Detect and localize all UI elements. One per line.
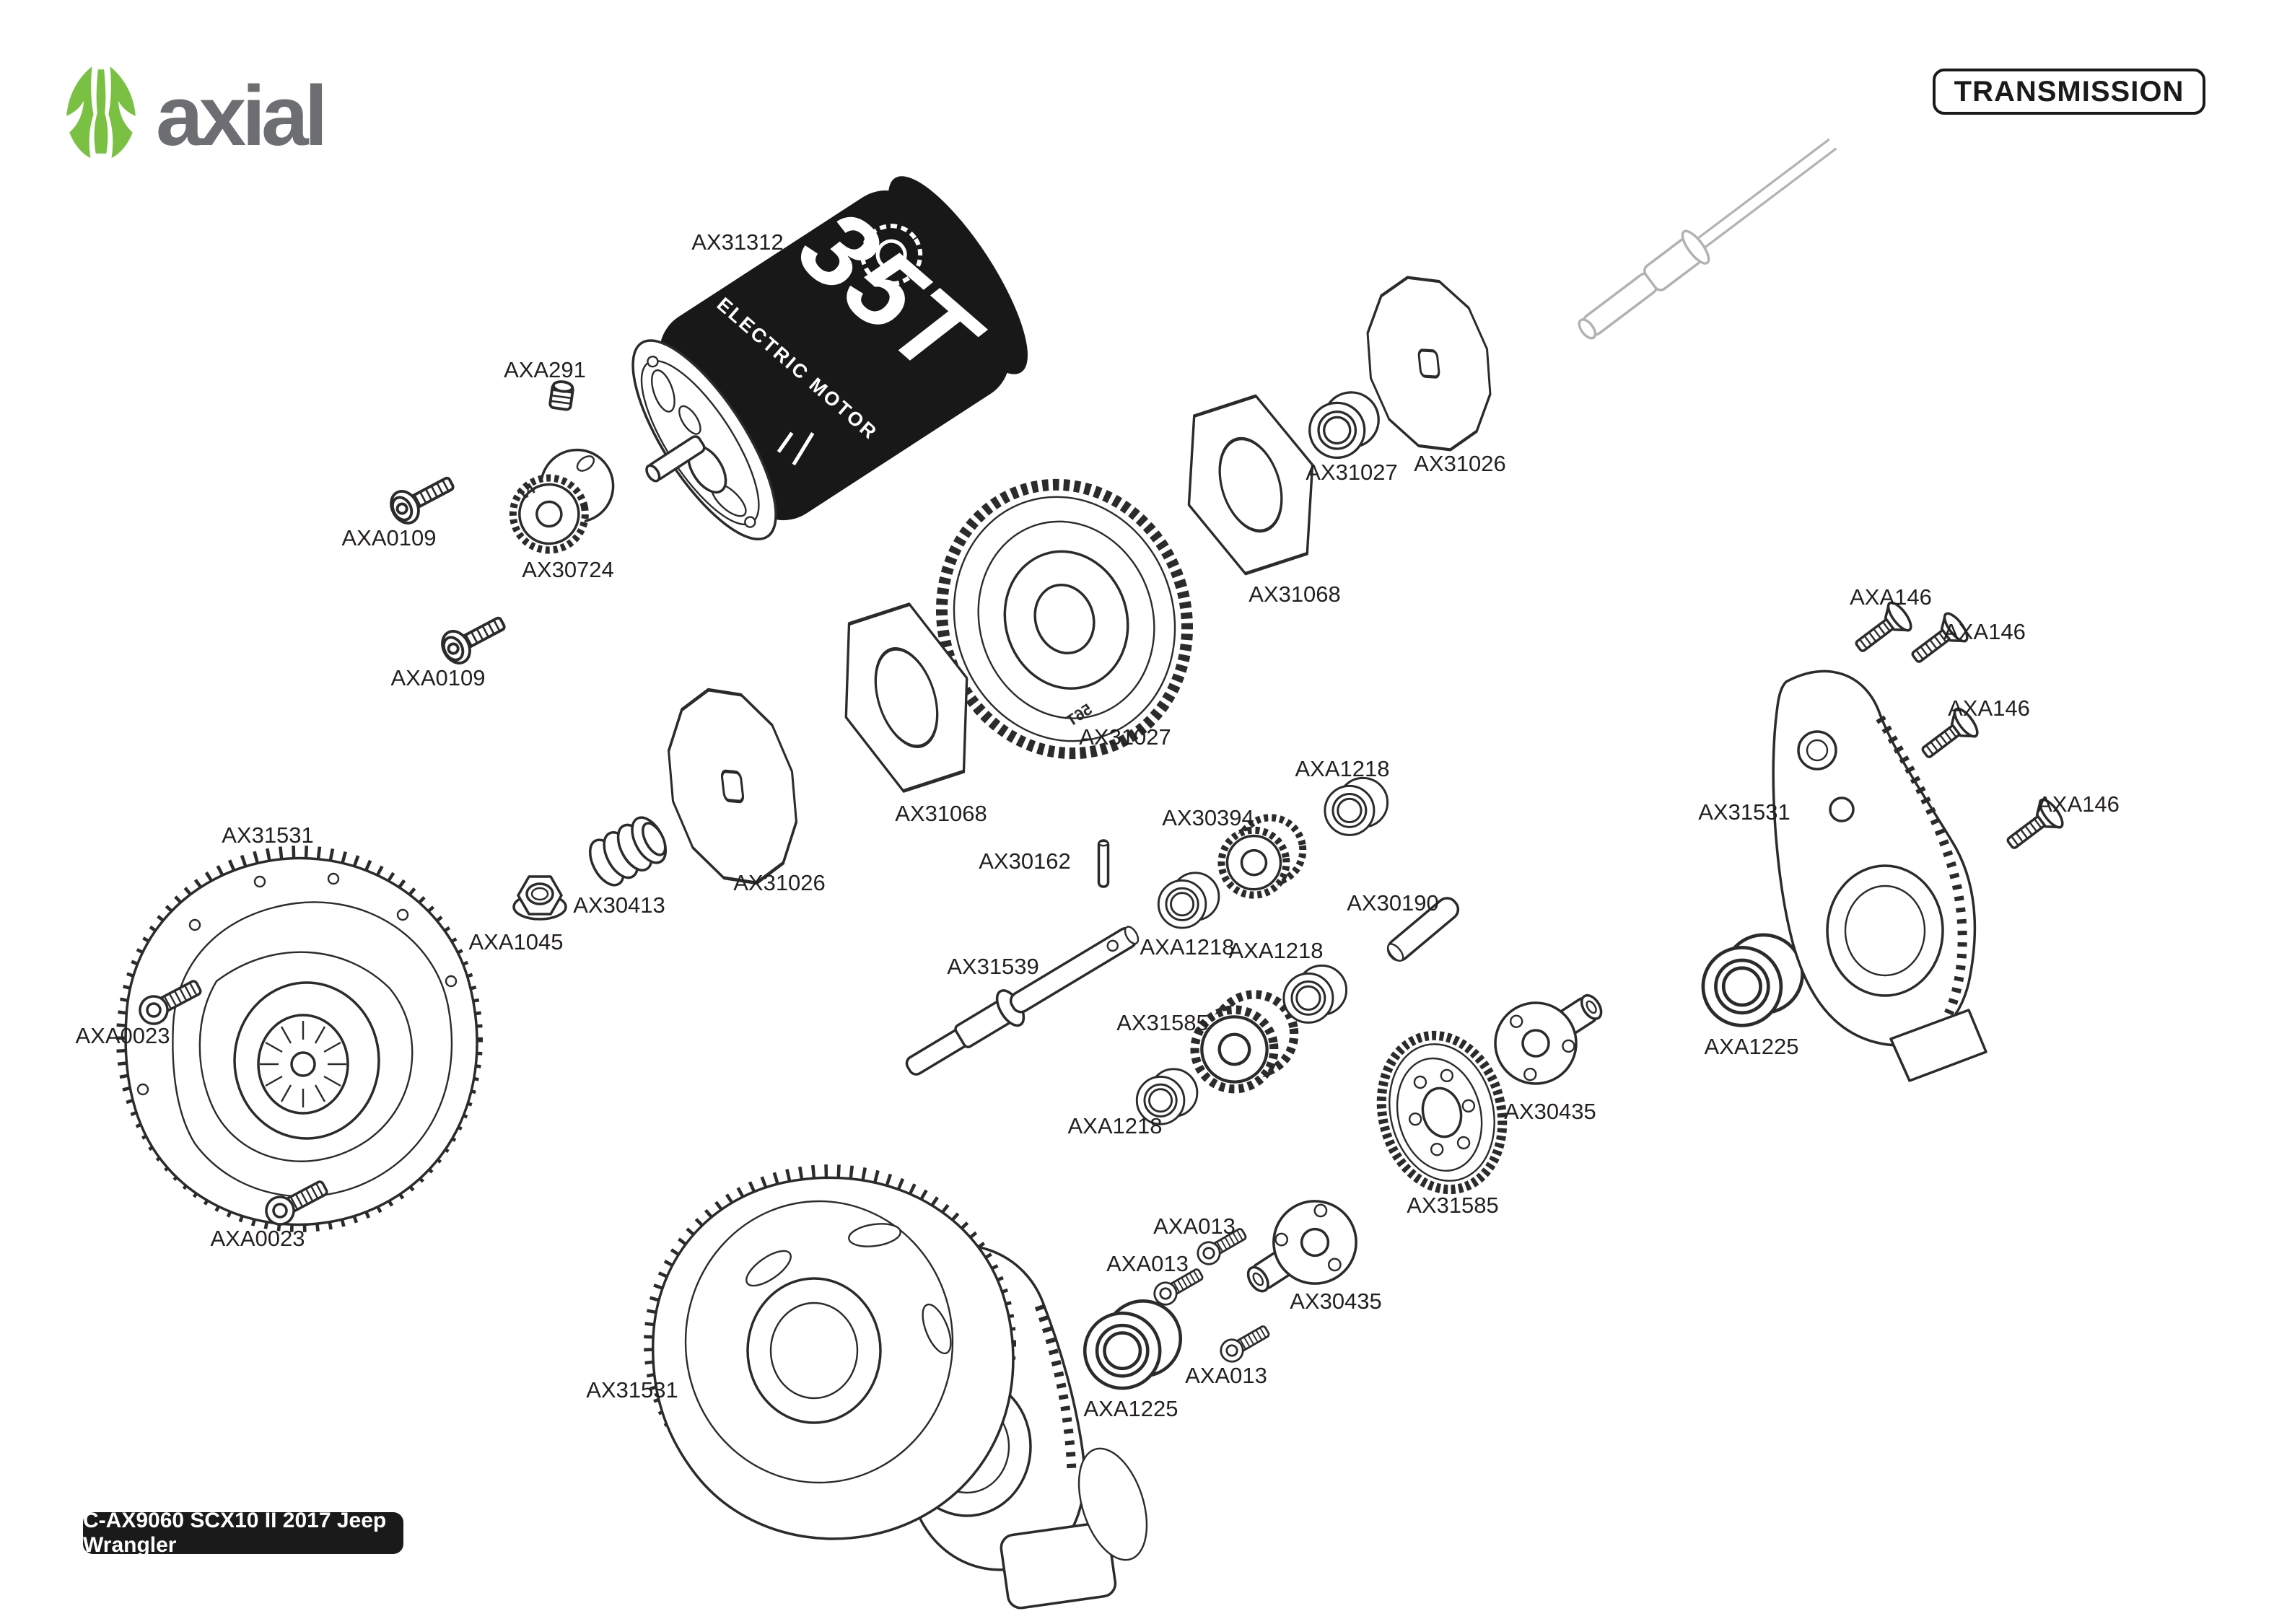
part-label-cap-screw: AXA013 xyxy=(1185,1363,1267,1388)
part-label-cap-screw: AXA0023 xyxy=(211,1226,305,1251)
part-label-top-shaft: AX31539 xyxy=(947,954,1039,979)
part-label-bearing: AXA1225 xyxy=(1084,1396,1178,1421)
diff-ring-gear-drawing xyxy=(1376,1030,1508,1195)
part-label-idler-gear: AX30394 xyxy=(1162,805,1254,830)
part-label-outdrive: AX30435 xyxy=(1290,1289,1382,1314)
idler-shaft-drawing xyxy=(1386,897,1460,962)
bearing-drawing xyxy=(1157,872,1220,929)
part-label-layer: AX31312AXA291AXA0109AX30724AXA0109AX3102… xyxy=(76,229,2120,1421)
part-label-bearing: AXA1218 xyxy=(1140,934,1235,960)
part-label-transmission-case-center: AX31531 xyxy=(586,1377,678,1403)
bearing-drawing xyxy=(1282,964,1348,1024)
spur-gear-drawing: 56T xyxy=(935,478,1194,760)
part-label-cap-screw: AXA0023 xyxy=(76,1023,170,1048)
part-label-slipper-bushing: AX31027 xyxy=(1306,460,1398,485)
brand-logo: axial xyxy=(64,58,328,166)
part-label-locknut: AXA1045 xyxy=(469,929,564,954)
slipper-pad-drawing xyxy=(1163,386,1338,584)
part-label-pin: AX30162 xyxy=(979,848,1071,874)
bearing-drawing xyxy=(1085,1301,1181,1388)
part-label-pinion-gear-14t: AX30724 xyxy=(522,557,614,582)
part-label-slipper-plate: AX31026 xyxy=(733,870,826,895)
brand-wordmark: axial xyxy=(156,69,328,164)
part-label-bearing: AXA1218 xyxy=(1295,756,1390,781)
part-label-idler-shaft: AX30190 xyxy=(1347,890,1439,916)
slipper-bushing-drawing xyxy=(1305,388,1383,462)
part-label-diff-case: AX30435 xyxy=(1504,1099,1596,1124)
diff-case-drawing xyxy=(1478,967,1622,1101)
part-label-spur-gear-56t: AX31027 xyxy=(1079,724,1171,750)
housing-drive-gear-drawing xyxy=(116,846,483,1232)
transmission-case-center-drawing xyxy=(644,1164,1148,1610)
part-label-bearing: AXA1218 xyxy=(1068,1113,1163,1138)
part-label-slipper-spring: AX30413 xyxy=(573,892,665,918)
part-label-motor-screw: AXA0109 xyxy=(391,665,486,690)
locknut-drawing xyxy=(512,875,567,921)
part-label-slipper-pad: AX31068 xyxy=(895,801,987,826)
set-screw-drawing xyxy=(548,379,575,412)
slipper-plate-drawing xyxy=(649,675,816,898)
part-label-flat-head-screw: AXA146 xyxy=(1850,584,1932,610)
part-label-bearing: AXA1225 xyxy=(1705,1034,1799,1059)
part-label-transmission-case-right: AX31531 xyxy=(1698,799,1790,825)
part-label-gear-32t: AX31585 xyxy=(1116,1010,1209,1035)
part-label-cap-screw: AXA013 xyxy=(1106,1251,1189,1276)
motor-screw-drawing xyxy=(384,466,460,530)
kit-number-badge: C-AX9060 SCX10 II 2017 Jeep Wrangler xyxy=(83,1509,403,1557)
part-label-slipper-plate: AX31026 xyxy=(1414,451,1506,476)
ghost-top-shaft xyxy=(1578,138,1837,340)
part-label-housing-drive-gear: AX31531 xyxy=(222,822,314,848)
part-label-electric-motor: AX31312 xyxy=(691,229,784,255)
part-label-flat-head-screw: AXA146 xyxy=(1943,619,2026,644)
transmission-case-right-drawing xyxy=(1772,670,1987,1082)
part-label-cap-screw: AXA013 xyxy=(1153,1213,1236,1239)
bearing-drawing xyxy=(1703,935,1803,1026)
motor-screw-drawing xyxy=(435,606,512,670)
bearing-drawing xyxy=(1324,776,1389,836)
part-label-flat-head-screw: AXA146 xyxy=(2037,791,2120,817)
cap-screw-drawing xyxy=(1215,1320,1274,1367)
part-label-flat-head-screw: AXA146 xyxy=(1948,695,2030,721)
part-label-slipper-pad: AX31068 xyxy=(1248,581,1341,607)
pin-drawing xyxy=(1097,839,1110,888)
part-label-bearing: AXA1218 xyxy=(1229,938,1324,963)
part-label-motor-screw: AXA0109 xyxy=(342,525,437,550)
category-badge: TRANSMISSION xyxy=(1933,69,2205,115)
electric-motor-drawing: 35T ELECTRIC MOTOR xyxy=(631,176,1028,541)
pinion-gear-drawing: 14 xyxy=(509,448,615,554)
top-shaft-drawing xyxy=(905,926,1140,1076)
axial-logo-icon xyxy=(66,66,136,158)
slipper-spring-drawing xyxy=(588,816,668,887)
part-label-diff-ring-gear: AX31585 xyxy=(1407,1193,1499,1218)
part-label-set-screw: AXA291 xyxy=(504,357,586,382)
